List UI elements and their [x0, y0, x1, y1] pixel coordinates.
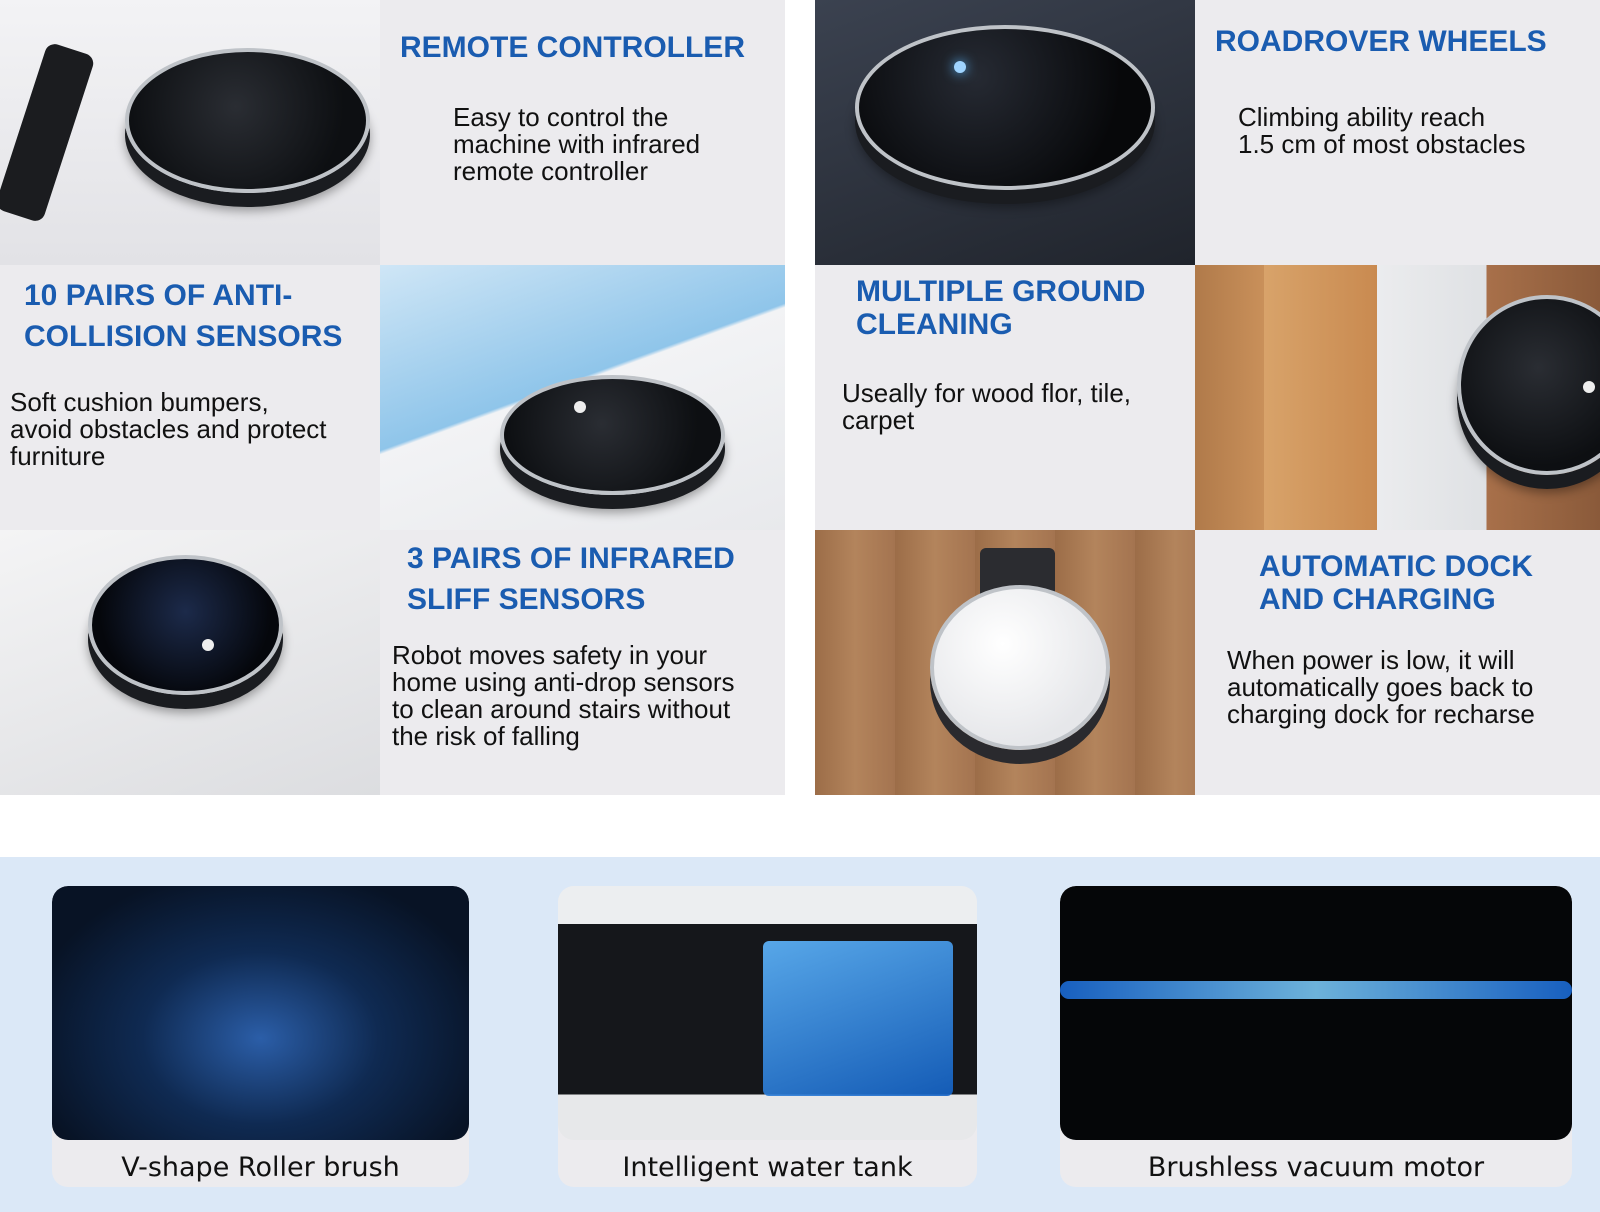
title-line: 10 PAIRS OF ANTI-: [24, 279, 293, 312]
text-line: home using anti-drop sensors: [392, 667, 735, 697]
text-line: the risk of falling: [392, 721, 580, 751]
robot-vacuum-icon: [855, 25, 1155, 190]
text-line: to clean around stairs without: [392, 694, 731, 724]
component-water-tank: Intelligent water tank: [558, 886, 977, 1187]
feature-title: AUTOMATIC DOCK AND CHARGING: [1259, 550, 1533, 616]
feature-auto-dock: AUTOMATIC DOCK AND CHARGING When power i…: [1195, 530, 1600, 795]
robot-with-remote-image: [0, 0, 380, 265]
airflow-icon: [1060, 981, 1572, 999]
feature-description: Useally for wood flor, tile, carpet: [842, 380, 1131, 434]
feature-infrared-sensors: 3 PAIRS OF INFRARED SLIFF SENSORS Robot …: [380, 530, 785, 795]
feature-title: ROADROVER WHEELS: [1215, 25, 1547, 58]
title-line: COLLISION SENSORS: [24, 320, 343, 353]
text-line: automatically goes back to: [1227, 672, 1534, 702]
title-line: AUTOMATIC DOCK: [1259, 550, 1533, 583]
robot-vacuum-icon: [125, 48, 370, 193]
feature-remote-controller: REMOTE CONTROLLER Easy to control the ma…: [380, 0, 785, 265]
water-tank-image: [558, 886, 977, 1140]
text-line: machine with infrared: [453, 129, 701, 159]
text-line: Climbing ability reach: [1238, 102, 1486, 132]
feature-description: Climbing ability reach 1.5 cm of most ob…: [1238, 104, 1526, 158]
feature-title: 10 PAIRS OF ANTI- COLLISION SENSORS: [24, 275, 342, 357]
title-line: CLEANING: [856, 308, 1013, 341]
text-line: Robot moves safety in your: [392, 640, 708, 670]
feature-description: Easy to control the machine with infrare…: [453, 104, 700, 185]
text-line: carpet: [842, 405, 915, 435]
feature-title: MULTIPLE GROUND CLEANING: [856, 275, 1145, 341]
robot-wheels-image: [815, 0, 1195, 265]
floor-types-image: [1195, 265, 1600, 530]
feature-description: When power is low, it will automatically…: [1227, 647, 1535, 728]
title-line: MULTIPLE GROUND: [856, 275, 1146, 308]
text-line: When power is low, it will: [1227, 645, 1515, 675]
remote-control-icon: [0, 41, 96, 224]
feature-title: REMOTE CONTROLLER: [400, 31, 745, 64]
title-line: SLIFF SENSORS: [407, 583, 646, 616]
component-caption: V-shape Roller brush: [121, 1152, 400, 1183]
robot-vacuum-icon: [500, 375, 725, 495]
water-tank-icon: [763, 941, 953, 1096]
text-line: 1.5 cm of most obstacles: [1238, 129, 1526, 159]
component-caption: Brushless vacuum motor: [1147, 1152, 1485, 1183]
text-line: Useally for wood flor, tile,: [842, 378, 1132, 408]
robot-on-stairs-image: [0, 530, 380, 795]
title-line: 3 PAIRS OF INFRARED: [407, 542, 735, 575]
feature-multiple-ground: MULTIPLE GROUND CLEANING Useally for woo…: [815, 265, 1195, 530]
robot-docking-image: [815, 530, 1195, 795]
feature-anti-collision: 10 PAIRS OF ANTI- COLLISION SENSORS Soft…: [0, 265, 380, 530]
title-line: AND CHARGING: [1259, 583, 1496, 616]
feature-description: Soft cushion bumpers, avoid obstacles an…: [10, 389, 327, 470]
robot-vacuum-icon: [88, 555, 283, 695]
text-line: furniture: [10, 441, 106, 471]
feature-description: Robot moves safety in your home using an…: [392, 642, 735, 750]
text-line: Easy to control the: [453, 102, 669, 132]
component-roller-brush: V-shape Roller brush: [52, 886, 469, 1187]
feature-title: 3 PAIRS OF INFRARED SLIFF SENSORS: [407, 538, 735, 620]
component-caption: Intelligent water tank: [622, 1152, 913, 1183]
component-vacuum-motor: Brushless vacuum motor: [1060, 886, 1572, 1187]
feature-roadrover-wheels: ROADROVER WHEELS Climbing ability reach …: [1195, 0, 1600, 265]
vacuum-motor-image: [1060, 886, 1572, 1140]
robot-vacuum-icon: [1457, 295, 1600, 475]
text-line: Soft cushion bumpers,: [10, 387, 269, 417]
text-line: remote controller: [453, 156, 649, 186]
robot-vacuum-icon: [930, 585, 1110, 750]
text-line: charging dock for recharse: [1227, 699, 1535, 729]
roller-brush-image: [52, 886, 469, 1140]
robot-near-wall-image: [380, 265, 785, 530]
text-line: avoid obstacles and protect: [10, 414, 327, 444]
